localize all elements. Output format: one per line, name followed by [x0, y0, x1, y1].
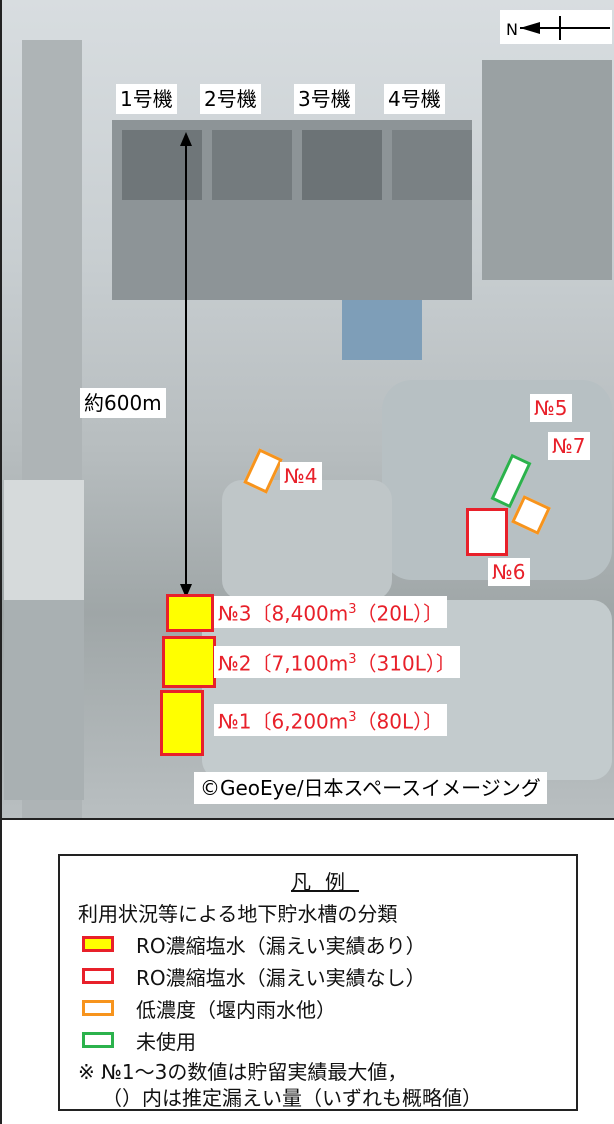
pit-label-no7: №7 [548, 432, 590, 460]
map-copyright: ©GeoEye/日本スペースイメージング [194, 772, 547, 804]
unit-label-3: 3号機 [294, 84, 355, 114]
tank-farm-2 [222, 480, 392, 600]
yard [4, 600, 84, 800]
legend-note-1: ※ №1～3の数値は貯留実績最大値， [78, 1060, 408, 1084]
pit-no1 [160, 690, 204, 756]
legend-swatch-unused [82, 1032, 114, 1048]
legend-title: 凡例 [291, 870, 359, 894]
map-bottom-line [2, 818, 614, 820]
pit-label-no4: №4 [280, 462, 322, 490]
reactor-building-4 [392, 130, 472, 200]
pit-no3 [166, 594, 214, 632]
pit-label-no6: №6 [488, 558, 530, 586]
tank-farm-3 [202, 600, 612, 780]
pit-label-no5: №5 [530, 394, 572, 422]
pit-no2 [162, 636, 216, 688]
pit-label-no1: №1〔6,200m3（80L）〕 [214, 704, 448, 736]
legend-box: 凡例 利用状況等による地下貯水槽の分類 RO濃縮塩水（漏えい実績あり） RO濃縮… [58, 854, 578, 1111]
reactor-building-3 [302, 130, 382, 200]
legend-item-no-leak: RO濃縮塩水（漏えい実績なし） [136, 966, 426, 990]
pit-label-no2: №2〔7,100m3（310L）〕 [214, 646, 460, 678]
legend-note-2: （）内は推定漏えい量（いずれも概略値） [102, 1086, 482, 1110]
north-arrow-icon [520, 16, 610, 40]
legend-swatch-leak [82, 936, 114, 952]
pit-no6 [466, 508, 508, 556]
pit-label-no3: №3〔8,400m3（20L）〕 [214, 596, 448, 628]
reactor-building-2 [212, 130, 292, 200]
warehouse [4, 480, 84, 600]
turbine-area [482, 60, 612, 280]
legend-item-unused: 未使用 [136, 1030, 196, 1054]
legend-swatch-no-leak [82, 968, 114, 984]
legend-item-low-conc: 低濃度（堰内雨水他） [136, 998, 336, 1022]
aerial-map [2, 0, 614, 818]
unit-label-2: 2号機 [200, 84, 261, 114]
north-label: N [506, 20, 518, 39]
legend-subtitle: 利用状況等による地下貯水槽の分類 [78, 902, 398, 926]
legend-swatch-low-conc [82, 1000, 114, 1016]
north-indicator: N [500, 10, 612, 44]
water-treatment-building [342, 300, 422, 360]
unit-label-4: 4号機 [384, 84, 445, 114]
legend-item-leak: RO濃縮塩水（漏えい実績あり） [136, 934, 426, 958]
unit-label-1: 1号機 [116, 84, 177, 114]
distance-label: 約600m [80, 388, 166, 418]
distance-arrow [180, 132, 192, 598]
